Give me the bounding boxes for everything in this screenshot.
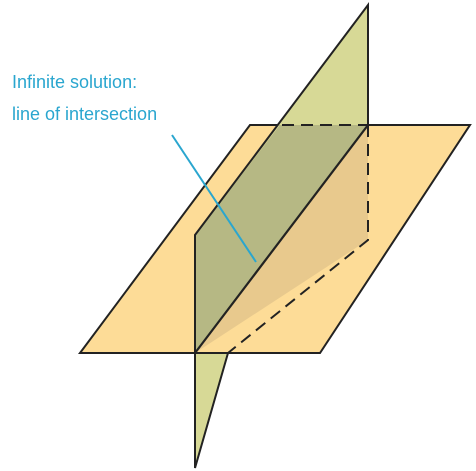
line-of-intersection bbox=[194, 124, 369, 354]
annotation-line-1: Infinite solution: bbox=[12, 72, 138, 92]
vertical-plane-hidden-edge bbox=[227, 125, 369, 354]
vertical-plane-edge-top bbox=[194, 2, 369, 353]
annotation-line-2: line of intersection bbox=[12, 104, 158, 124]
annotation-pointer bbox=[171, 134, 257, 263]
vertical-plane-lower bbox=[194, 352, 230, 469]
